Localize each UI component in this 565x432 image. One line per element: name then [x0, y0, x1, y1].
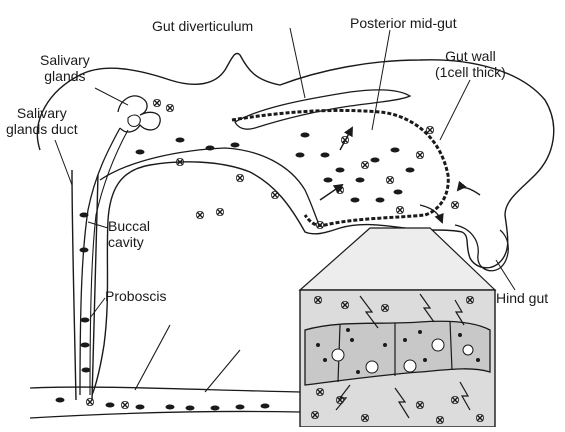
proboscis-tube — [72, 170, 76, 400]
label-buccal-cavity: Buccal cavity — [108, 218, 150, 250]
skin-surface-2 — [30, 411, 300, 418]
leader-salivary-glands — [95, 88, 128, 105]
blood-meal-cells — [136, 133, 415, 203]
salivary-duct — [80, 128, 120, 395]
salivary-gland-shape-2 — [128, 115, 140, 126]
blood-vessel-cells — [56, 398, 270, 411]
leader-gut-wall — [440, 80, 470, 140]
leader-hind-gut — [496, 260, 515, 290]
skin-surface — [30, 387, 300, 392]
leader-buccal-cavity — [88, 222, 108, 228]
leader-gut-diverticulum — [290, 28, 305, 98]
proboscis-tube-2 — [92, 175, 98, 400]
label-proboscis: Proboscis — [105, 288, 166, 304]
arrow-gut-2 — [320, 185, 342, 200]
hair-spike-1 — [135, 325, 170, 390]
label-salivary-glands-duct: Salivary glands duct — [6, 105, 78, 137]
leader-posterior-mid-gut — [372, 30, 390, 130]
parasite-markers — [153, 99, 458, 228]
label-salivary-glands: Salivary glands — [40, 52, 90, 84]
label-hind-gut: Hind gut — [496, 290, 548, 306]
label-gut-wall: Gut wall (1cell thick) — [435, 48, 506, 80]
arrow-gut-4 — [458, 188, 480, 195]
hair-spike-2 — [205, 350, 240, 392]
leader-proboscis — [90, 298, 105, 318]
foregut-channel — [100, 148, 318, 222]
label-gut-diverticulum: Gut diverticulum — [152, 18, 253, 34]
leader-salivary-duct — [55, 140, 72, 185]
label-posterior-mid-gut: Posterior mid-gut — [350, 15, 457, 31]
